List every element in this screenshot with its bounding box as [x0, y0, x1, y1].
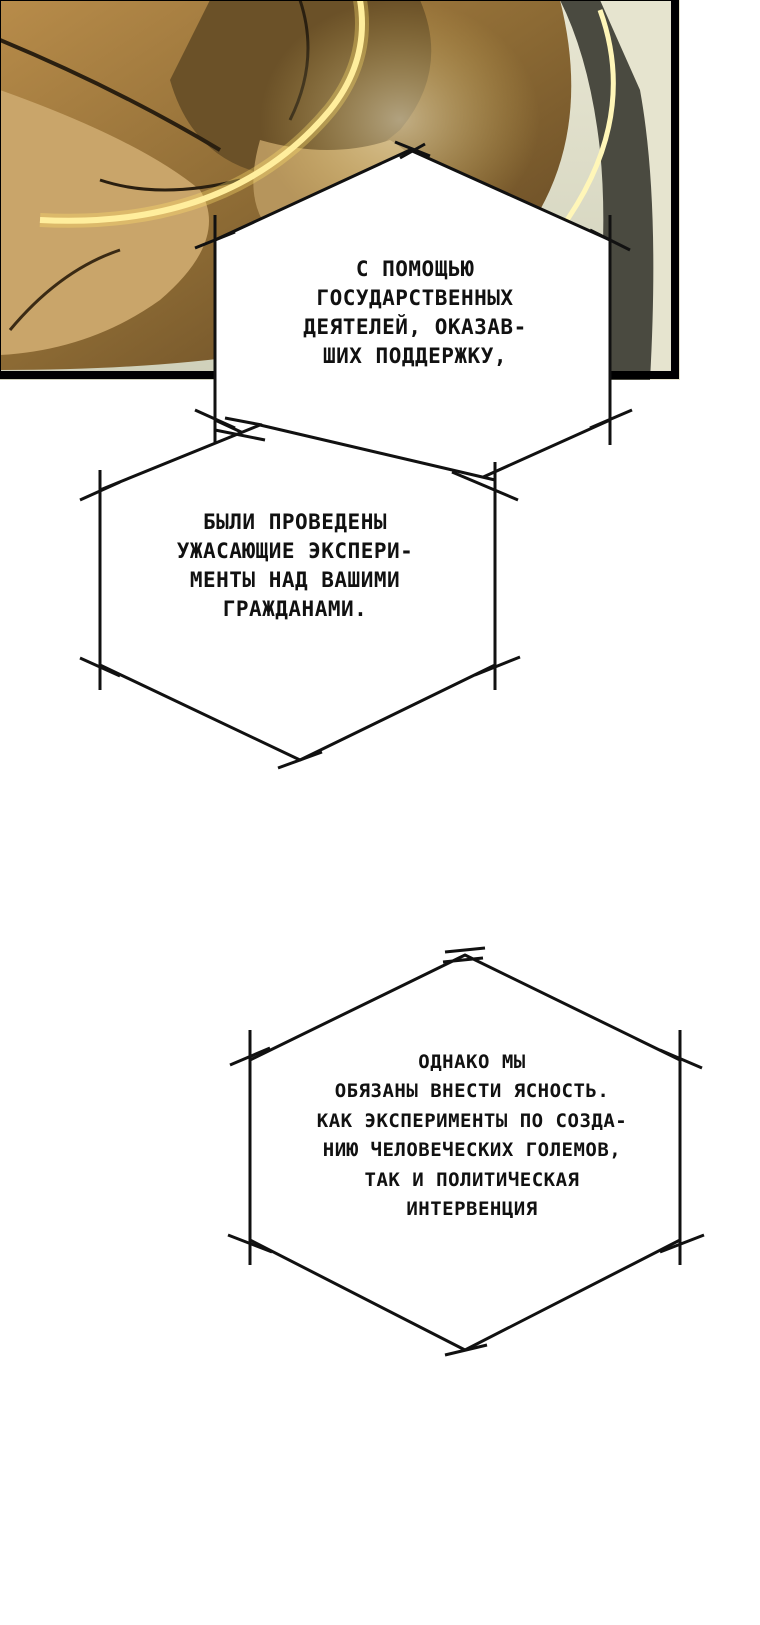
bubble-line: ТАК И ПОЛИТИЧЕСКАЯ [364, 1168, 580, 1191]
bubble-line: С ПОМОЩЬЮ [355, 257, 475, 281]
bubble-line: КАК ЭКСПЕРИМЕНТЫ ПО СОЗДА- [316, 1109, 628, 1132]
bubble-line: ОДНАКО МЫ [418, 1051, 526, 1073]
bubble-line: БЫЛИ ПРОВЕДЕНЫ [202, 510, 387, 534]
bubble-line: МЕНТЫ НАД ВАШИМИ [189, 567, 401, 592]
speech-bubble-2-text: БЫЛИ ПРОВЕДЕНЫ УЖАСАЮЩИЕ ЭКСПЕРИ- МЕНТЫ … [125, 508, 465, 624]
speech-bubble-3-shape [227, 946, 705, 1357]
speech-bubble-1-text: С ПОМОЩЬЮ ГОСУДАРСТВЕННЫХ ДЕЯТЕЛЕЙ, ОКАЗ… [245, 255, 585, 371]
bubble-line: ГОСУДАРСТВЕННЫХ [316, 285, 514, 310]
bubble-line: ШИХ ПОДДЕРЖКУ, [322, 343, 507, 368]
bubble-line: НИЮ ЧЕЛОВЕЧЕСКИХ ГОЛЕМОВ, [322, 1139, 622, 1162]
speech-bubble-3-text: ОДНАКО МЫ ОБЯЗАНЫ ВНЕСТИ ЯСНОСТЬ. КАК ЭК… [262, 1048, 682, 1225]
bubble-line: УЖАСАЮЩИЕ ЭКСПЕРИ- [176, 538, 414, 563]
speech-bubble-2-shape [79, 416, 521, 770]
bubble-line: ГРАЖДАНАМИ. [222, 596, 368, 621]
bubble-line: ОБЯЗАНЫ ВНЕСТИ ЯСНОСТЬ. [334, 1080, 610, 1103]
bubble-line: ДЕЯТЕЛЕЙ, ОКАЗАВ- [303, 314, 527, 339]
bubble-line: ИНТЕРВЕНЦИЯ [406, 1198, 538, 1221]
